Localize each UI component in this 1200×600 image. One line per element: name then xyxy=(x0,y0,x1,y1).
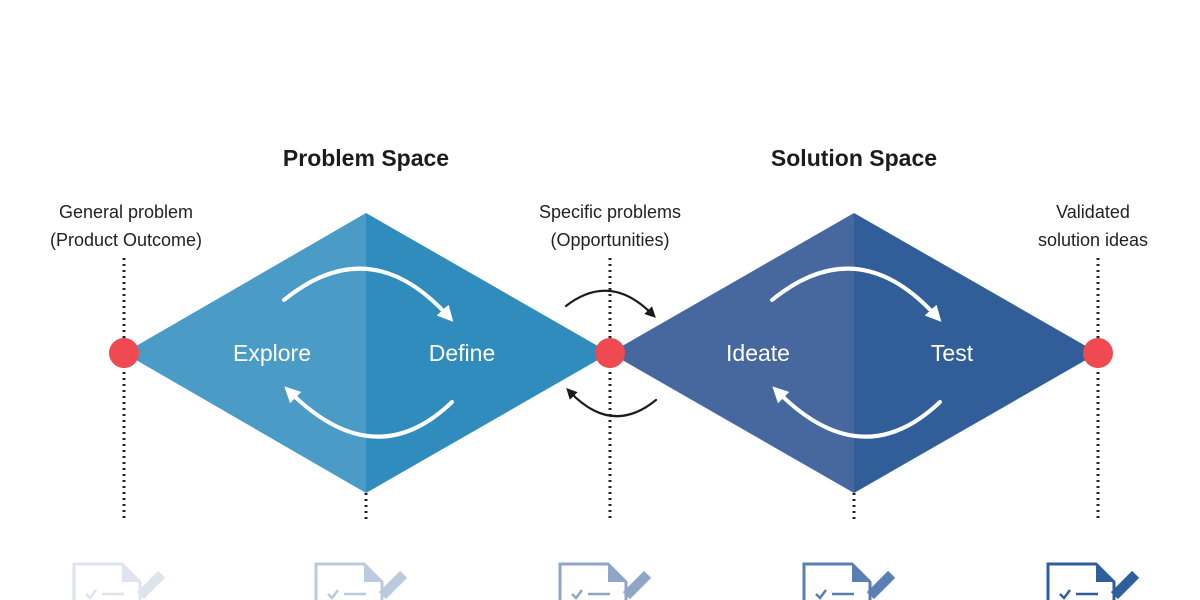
document-pencil-icon xyxy=(558,562,652,600)
ideate-label: Ideate xyxy=(726,340,790,366)
solution-bottom-loop-arrow xyxy=(772,386,942,439)
problem-top-loop-arrow xyxy=(282,266,454,322)
milestone-dot-general xyxy=(109,338,139,368)
milestone-dot-validated xyxy=(1083,338,1113,368)
milestone-dot-specific xyxy=(595,338,625,368)
validated-label: Validated xyxy=(1056,202,1130,222)
document-pencil-icon xyxy=(802,562,896,600)
test-label: Test xyxy=(931,340,974,366)
opportunities-label: (Opportunities) xyxy=(550,230,669,250)
solution-diamond-right-half xyxy=(854,213,1098,493)
problem-space-diamond xyxy=(124,213,610,493)
forward-link-arrow xyxy=(564,289,656,318)
document-pencil-icon xyxy=(72,562,166,600)
backward-link-arrow xyxy=(566,388,658,418)
explore-label: Explore xyxy=(233,340,311,366)
dotted-guides xyxy=(122,258,1100,522)
problem-space-heading: Problem Space xyxy=(283,145,449,171)
document-pencil-icon xyxy=(1046,562,1140,600)
solution-space-heading: Solution Space xyxy=(771,145,937,171)
document-icon-row xyxy=(72,562,1140,600)
document-pencil-icon xyxy=(314,562,408,600)
product-outcome-label: (Product Outcome) xyxy=(50,230,202,250)
specific-problems-label: Specific problems xyxy=(539,202,681,222)
general-problem-label: General problem xyxy=(59,202,193,222)
solution-top-loop-arrow xyxy=(770,266,942,322)
solution-space-diamond xyxy=(610,213,1098,493)
solution-ideas-label: solution ideas xyxy=(1038,230,1148,250)
problem-bottom-loop-arrow xyxy=(284,386,454,439)
define-label: Define xyxy=(429,340,495,366)
